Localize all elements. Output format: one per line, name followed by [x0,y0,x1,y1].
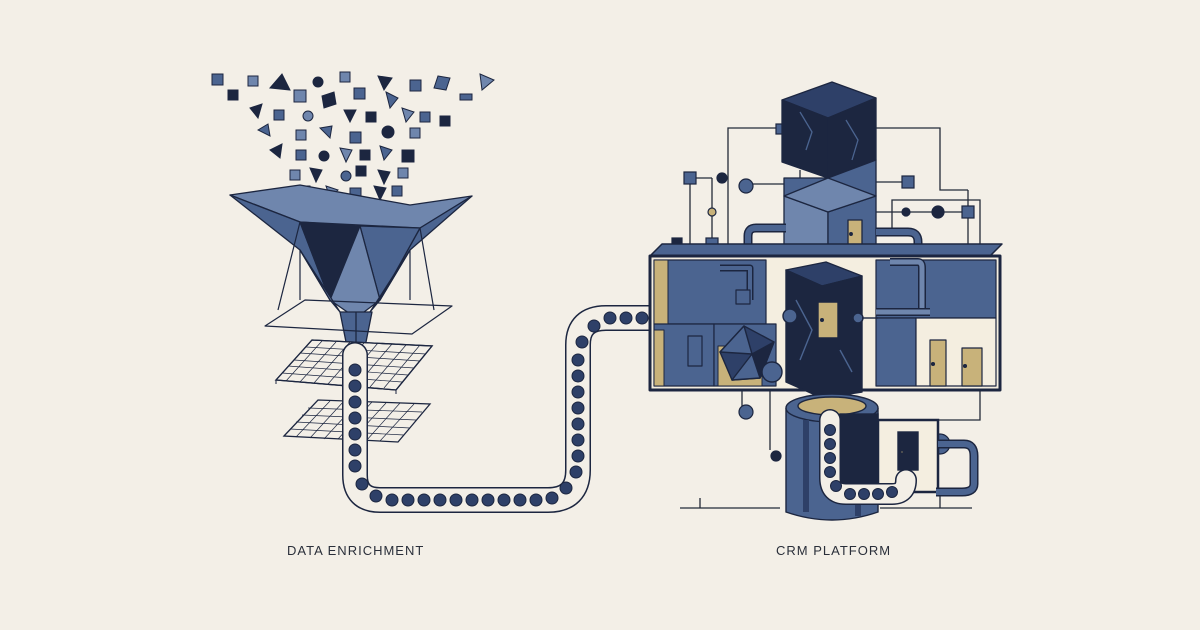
pipes [739,223,927,252]
inner-tube [819,409,917,505]
crm-top-cube [781,81,877,179]
wiring [680,127,981,509]
crm-tower [782,261,878,399]
crm-side-module [839,413,940,494]
label-crm-platform: CRM PLATFORM [776,543,892,558]
return-pipe [936,439,979,497]
label-data-enrichment: DATA ENRICHMENT [287,543,425,558]
funnel [229,184,473,353]
data-gem [719,325,783,383]
